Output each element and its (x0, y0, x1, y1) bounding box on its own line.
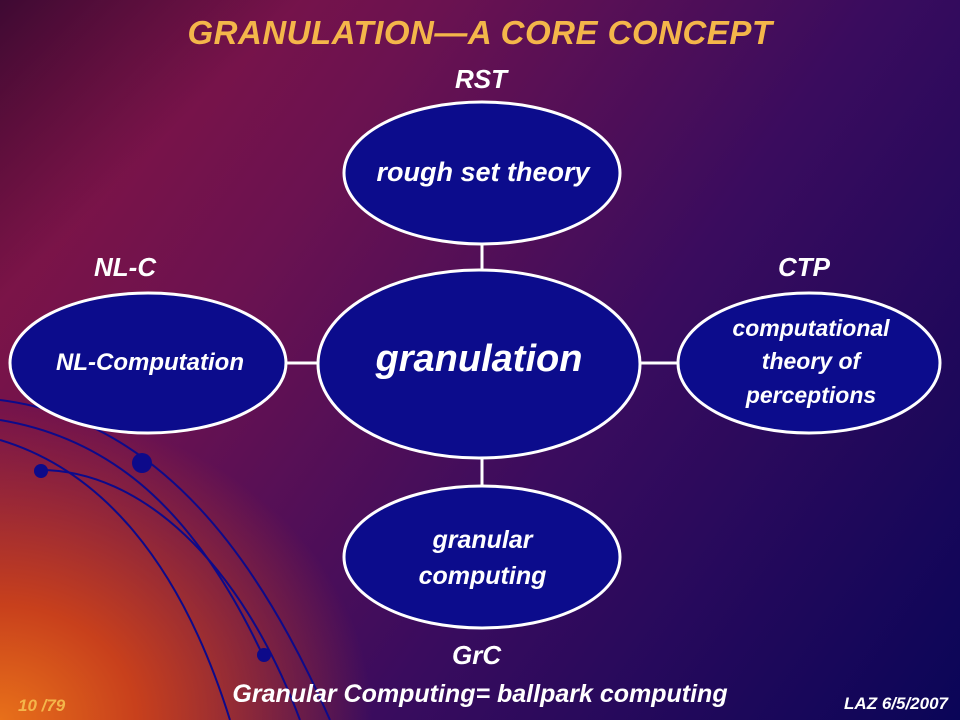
page-number: 10 /79 (18, 696, 66, 715)
arc-2 (0, 439, 231, 720)
label-grc: GrC (452, 640, 502, 670)
node-nl-computation: NL-Computation (56, 349, 244, 376)
node-ctp-line-2: theory of (761, 348, 861, 375)
label-nl-c: NL-C (94, 252, 157, 282)
node-granular-computing: granular computing (345, 522, 620, 595)
node-ctp-line-1: computational (732, 315, 890, 341)
decorative-arcs (0, 399, 331, 720)
ellipse-granulation (316, 268, 642, 460)
connectors (286, 244, 678, 486)
footer-caption: Granular Computing= ballpark computing (232, 680, 728, 708)
ellipse-ctp (676, 291, 942, 435)
node-grc-line-2: computing (418, 562, 547, 591)
node-ctp: computational theory of perceptions (680, 312, 942, 412)
label-ctp: CTP (778, 252, 830, 282)
node-ctp-line-3: perceptions (745, 381, 877, 408)
arc-3 (39, 469, 301, 720)
node-grc-line-1: granular (432, 526, 533, 554)
dot-small-2 (257, 648, 271, 662)
node-rough-set-theory: rough set theory (376, 157, 590, 187)
node-granulation: granulation (375, 338, 583, 380)
arc-1 (0, 419, 266, 661)
label-rst: RST (455, 64, 507, 94)
slide-title: GRANULATION—A CORE CONCEPT (187, 14, 773, 51)
dot-large (132, 453, 152, 473)
ellipse-rough-set-theory (342, 100, 622, 246)
ellipse-nl-computation (8, 291, 288, 435)
author-date: LAZ 6/5/2007 (844, 694, 948, 713)
dot-small-1 (34, 464, 48, 478)
ellipse-granular-computing (342, 484, 622, 630)
